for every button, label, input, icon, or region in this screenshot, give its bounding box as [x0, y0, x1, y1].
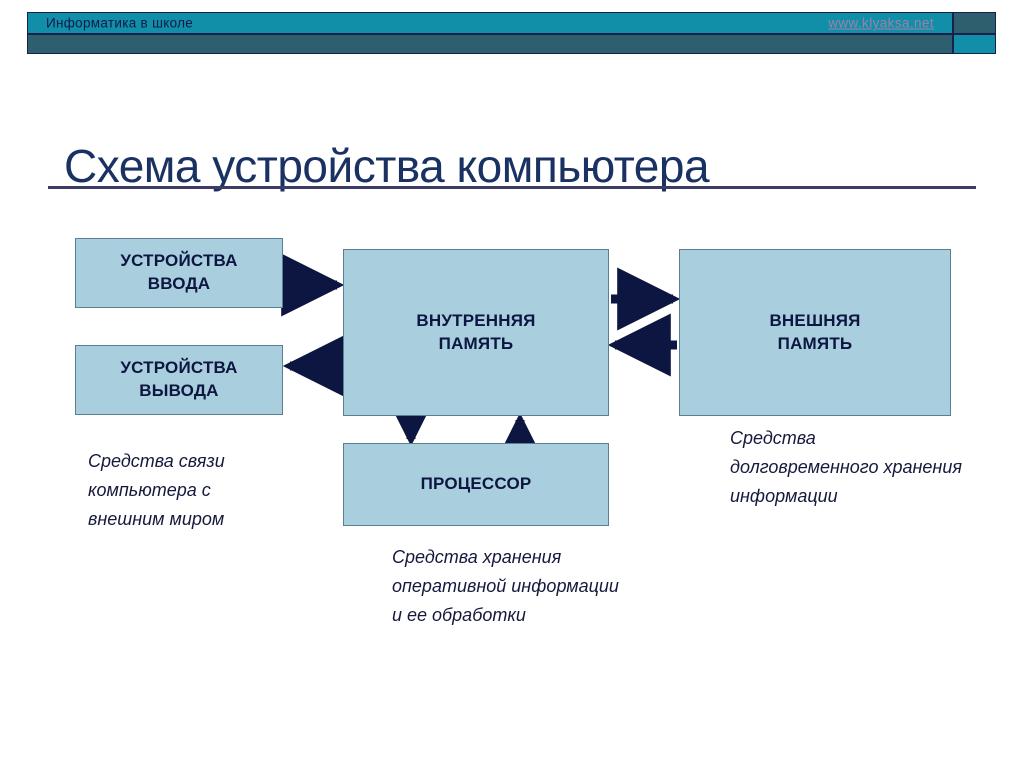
caption-external-memory: Средства долговременного хранения информ… [730, 428, 962, 507]
banner-bottom-right-block [953, 34, 996, 54]
page-title: Схема устройства компьютера [64, 139, 710, 192]
caption-input-output-devices: Средства связи компьютера с внешним миро… [88, 451, 225, 530]
banner-site-url-link[interactable]: www.klyaksa.net [828, 15, 934, 31]
banner-bottom-bar [27, 34, 953, 54]
title-divider [48, 186, 976, 189]
caption-processor: Средства хранения оперативной информации… [392, 547, 619, 626]
diagram-node-processor[interactable]: ПРОЦЕССОР [343, 443, 609, 526]
banner-bottom-row [27, 34, 996, 54]
banner-site-title: Информатика в школе [46, 15, 194, 31]
banner-title-cell: Информатика в школе www.klyaksa.net [27, 12, 953, 34]
banner-top-row: Информатика в школе www.klyaksa.net [27, 12, 996, 34]
banner-top-right-block [953, 12, 996, 34]
site-banner: Информатика в школе www.klyaksa.net [27, 12, 996, 54]
